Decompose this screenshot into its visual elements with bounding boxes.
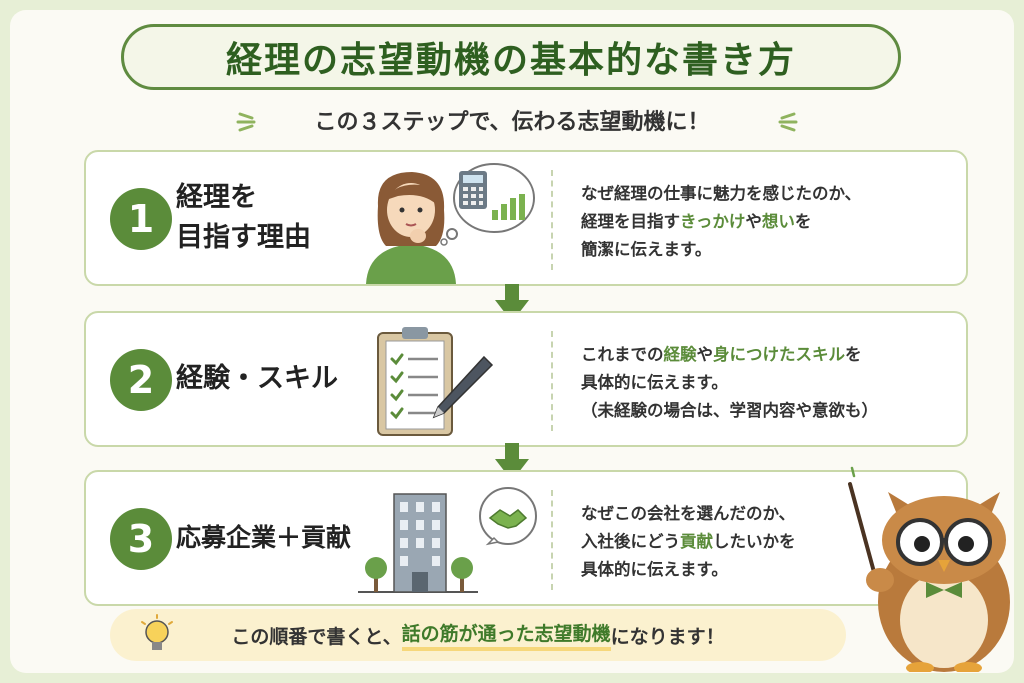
- desc-line: なぜこの会社を選んだのか、: [581, 504, 796, 523]
- summary-highlight: 話の筋が通った志望動機: [401, 619, 611, 651]
- sparkle-left-icon: [236, 112, 256, 132]
- step-card-3: 3 応募企業＋貢献 なぜこの会社を選んだのか、 入社後にどう貢献したいかを 具体…: [84, 470, 968, 606]
- desc-text: を: [794, 212, 812, 231]
- desc-line: 経理を目指すきっかけや想いを: [581, 208, 961, 236]
- owl-mascot-illustration: [848, 466, 1010, 672]
- office-building-icon: [358, 493, 478, 593]
- step-description: これまでの経験や身につけたスキルを 具体的に伝えます。 （未経験の場合は、学習内…: [581, 341, 961, 425]
- step-title-line: 経験・スキル: [176, 363, 338, 394]
- handshake-icon: [479, 487, 537, 546]
- step-description: なぜ経理の仕事に魅力を感じたのか、 経理を目指すきっかけや想いを 簡潔に伝えます…: [581, 180, 961, 264]
- desc-line: 具体的に伝えます。: [581, 560, 728, 579]
- desc-line: 入社後にどう貢献したいかを: [581, 528, 961, 556]
- lightbulb-icon: [141, 614, 173, 650]
- thinking-woman-illustration: [366, 172, 456, 284]
- step-number-badge: 3: [110, 508, 172, 570]
- desc-highlight: きっかけ: [680, 212, 746, 231]
- subtitle: この３ステップで、伝わる志望動機に！: [314, 110, 710, 135]
- desc-text: 経理を目指す: [581, 212, 680, 231]
- step-number-badge: 1: [110, 188, 172, 250]
- desc-line: 具体的に伝えます。: [581, 373, 728, 392]
- desc-text: これまでの: [581, 345, 664, 364]
- desc-highlight: 経験: [663, 345, 697, 364]
- step-card-2: 2 経験・スキル これまでの経験や身につけたスキルを 具体的に伝えます。 （未経…: [84, 311, 968, 447]
- desc-highlight: 想い: [761, 212, 795, 231]
- step-description: なぜこの会社を選んだのか、 入社後にどう貢献したいかを 具体的に伝えます。: [581, 500, 961, 584]
- desc-line: 簡潔に伝えます。: [581, 240, 712, 259]
- card-divider: [551, 170, 553, 270]
- desc-text: したいかを: [713, 532, 796, 551]
- calculator-icon: [459, 171, 487, 209]
- sparkle-right-icon: [778, 112, 798, 132]
- desc-highlight: 身につけたスキル: [713, 345, 845, 364]
- step-title-line: 経理を: [176, 182, 257, 213]
- page-title: 経理の志望動機の基本的な書き方: [121, 24, 901, 90]
- card-divider: [551, 490, 553, 590]
- summary-text: になります！: [610, 625, 725, 648]
- desc-line: （未経験の場合は、学習内容や意欲も）: [581, 401, 878, 420]
- pen-icon: [432, 355, 494, 419]
- desc-text: や: [745, 212, 762, 231]
- step-title: 経理を 目指す理由: [176, 178, 311, 258]
- desc-text: や: [696, 345, 714, 364]
- card-divider: [551, 331, 553, 431]
- desc-line: なぜ経理の仕事に魅力を感じたのか、: [581, 184, 862, 203]
- summary-banner: この順番で書くと、話の筋が通った志望動機になります！: [110, 609, 846, 661]
- desc-highlight: 貢献: [680, 532, 713, 551]
- step-title-line: 目指す理由: [176, 222, 311, 253]
- step-number-badge: 2: [110, 349, 172, 411]
- bar-chart-icon: [492, 194, 525, 220]
- desc-line: これまでの経験や身につけたスキルを: [581, 341, 961, 369]
- summary-text: この順番で書くと、: [231, 625, 402, 648]
- desc-text: 入社後にどう: [581, 532, 680, 551]
- step-title: 応募企業＋貢献: [176, 518, 351, 558]
- step-title: 経験・スキル: [176, 359, 338, 399]
- desc-text: を: [845, 345, 862, 364]
- step-card-1: 1 経理を 目指す理由 なぜ経理の仕事に魅力を感じたのか、 経理を目指すき: [84, 150, 968, 286]
- step-title-line: 応募企業＋貢献: [176, 523, 352, 552]
